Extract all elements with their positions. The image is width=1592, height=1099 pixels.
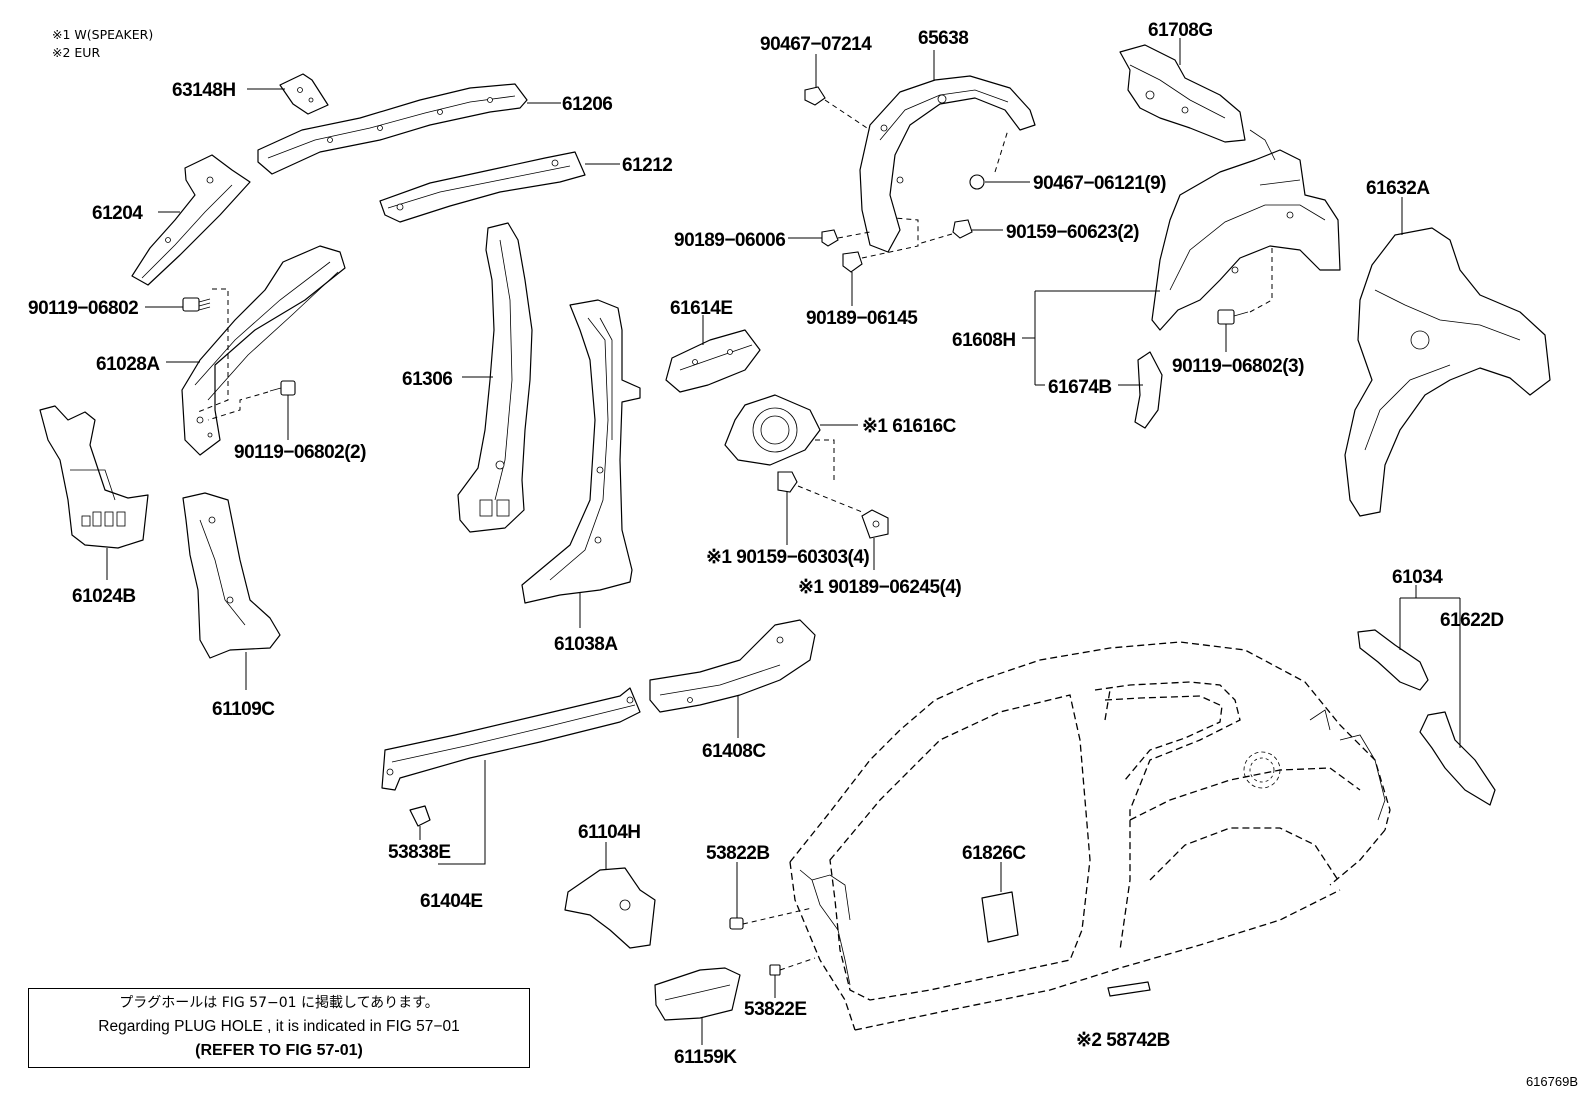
part-61104H[interactable]: [564, 842, 656, 949]
label-61708G[interactable]: 61708G: [1148, 20, 1213, 41]
clip-90467-07214[interactable]: [804, 54, 871, 131]
label-61408C[interactable]: 61408C: [702, 741, 767, 762]
legend-note-1: ※1 W(SPEAKER): [52, 27, 154, 42]
body-side-outline: [789, 641, 1391, 1031]
part-61614E[interactable]: [665, 315, 761, 393]
label-61109C[interactable]: 61109C: [212, 699, 276, 720]
part-61616C[interactable]: [724, 394, 858, 480]
label-61632A[interactable]: 61632A: [1366, 178, 1431, 199]
part-61028A[interactable]: [166, 245, 346, 456]
part-53838E[interactable]: [409, 805, 431, 840]
label-61614E[interactable]: 61614E: [670, 298, 733, 319]
part-65638[interactable]: [859, 50, 1036, 253]
label-61104H[interactable]: 61104H: [578, 822, 641, 843]
label-90159-60623[interactable]: 90159−60623(2): [1006, 222, 1140, 243]
part-61109C[interactable]: [182, 492, 281, 690]
label-90189-06006[interactable]: 90189−06006: [674, 230, 786, 251]
part-58742B[interactable]: [1107, 981, 1151, 997]
label-90467-07214[interactable]: 90467−07214: [760, 34, 873, 55]
part-61408C[interactable]: [649, 619, 816, 738]
bolt-90119-06802-3[interactable]: [1217, 245, 1273, 352]
label-90467-06121[interactable]: 90467−06121(9): [1033, 173, 1167, 194]
part-61159K[interactable]: [654, 967, 741, 1045]
label-63148H[interactable]: 63148H: [172, 80, 236, 101]
label-61674B[interactable]: 61674B: [1048, 377, 1112, 398]
legend: ※1 W(SPEAKER) ※2 EUR: [52, 26, 153, 62]
label-61212[interactable]: 61212: [622, 155, 673, 176]
bolt-90119-06802[interactable]: [145, 288, 229, 413]
part-61632A[interactable]: [1344, 197, 1551, 517]
label-61034[interactable]: 61034: [1392, 567, 1444, 588]
screw-90189-06006[interactable]: [788, 229, 871, 247]
plug-note-english: Regarding PLUG HOLE , it is indicated in…: [98, 1018, 460, 1035]
label-53822B[interactable]: 53822B: [706, 843, 770, 864]
plug-hole-note: プラグホールは FIG 57−01 に掲載してあります。 Regarding P…: [28, 988, 530, 1068]
label-90159-60303[interactable]: ※1 90159−60303(4): [706, 547, 870, 568]
part-61404E[interactable]: [381, 687, 641, 865]
plug-note-japanese: プラグホールは FIG 57−01 に掲載してあります。: [119, 995, 439, 1011]
part-61038A[interactable]: [521, 299, 641, 628]
part-61212[interactable]: [379, 151, 620, 223]
part-61034[interactable]: [1357, 585, 1460, 691]
part-61306[interactable]: [457, 222, 533, 533]
bolt-90119-06802-2[interactable]: [207, 380, 296, 440]
label-61204[interactable]: 61204: [92, 203, 144, 224]
clip-90467-06121[interactable]: [969, 129, 1030, 190]
label-61159K[interactable]: 61159K: [674, 1047, 738, 1068]
bolt-90159-60623[interactable]: [917, 219, 1003, 245]
label-90119-06802[interactable]: 90119−06802: [28, 298, 139, 319]
clip-53822E[interactable]: [769, 957, 816, 998]
label-61622D[interactable]: 61622D: [1440, 610, 1504, 631]
part-63148H[interactable]: [247, 73, 329, 115]
plug-note-refer: (REFER TO FIG 57-01): [195, 1042, 363, 1059]
part-61622D[interactable]: [1419, 598, 1496, 806]
part-61674B[interactable]: [1118, 351, 1163, 429]
clip-90189-06245[interactable]: [861, 509, 889, 570]
label-90189-06145[interactable]: 90189−06145: [806, 308, 919, 329]
part-61024B[interactable]: [39, 405, 149, 580]
label-61826C[interactable]: 61826C: [962, 843, 1027, 864]
label-61028A[interactable]: 61028A: [96, 354, 161, 375]
label-65638[interactable]: 65638: [918, 28, 969, 49]
label-61608H[interactable]: 61608H: [952, 330, 1016, 351]
labels: 63148H 61206 61212 61204 90119−06802 610…: [28, 20, 1504, 1068]
label-61306[interactable]: 61306: [402, 369, 453, 390]
label-58742B[interactable]: ※2 58742B: [1076, 1030, 1170, 1051]
label-90119-06802-2[interactable]: 90119−06802(2): [234, 442, 367, 463]
screw-90189-06145[interactable]: [842, 217, 919, 306]
part-61608H[interactable]: [1022, 129, 1341, 386]
label-90189-06245[interactable]: ※1 90189−06245(4): [798, 577, 962, 598]
clip-53822B[interactable]: [729, 862, 813, 930]
label-61024B[interactable]: 61024B: [72, 586, 136, 607]
label-90119-06802-3[interactable]: 90119−06802(3): [1172, 356, 1305, 377]
part-61826C[interactable]: [981, 862, 1019, 943]
part-61708G[interactable]: [1119, 38, 1246, 143]
part-61204[interactable]: [131, 154, 251, 286]
figure-id: 616769B: [1525, 1074, 1578, 1089]
label-61404E[interactable]: 61404E: [420, 891, 483, 912]
bolt-90159-60303[interactable]: [777, 471, 863, 545]
label-61206[interactable]: 61206: [562, 94, 613, 115]
legend-note-2: ※2 EUR: [52, 45, 101, 60]
part-61206[interactable]: [257, 83, 561, 175]
label-53838E[interactable]: 53838E: [388, 842, 451, 863]
label-61616C[interactable]: ※1 61616C: [862, 416, 957, 437]
label-61038A[interactable]: 61038A: [554, 634, 619, 655]
label-53822E[interactable]: 53822E: [744, 999, 807, 1020]
